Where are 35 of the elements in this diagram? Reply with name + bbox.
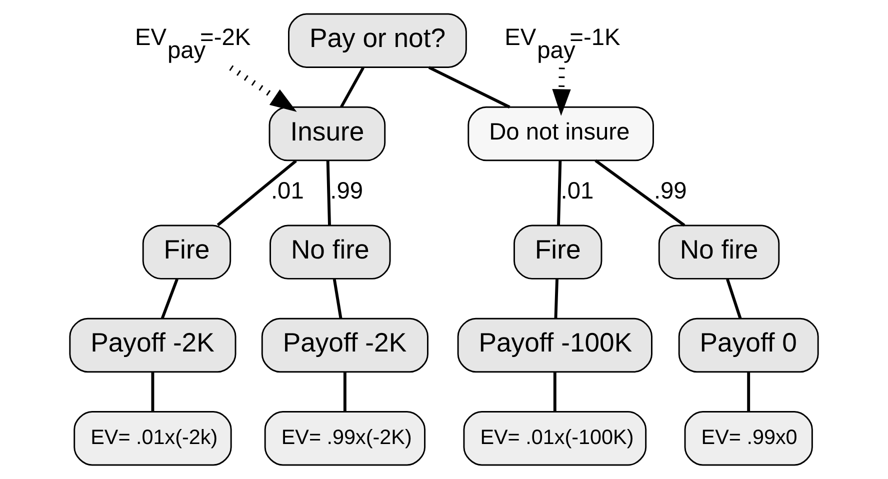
connector	[160, 278, 178, 319]
node-box: Payoff 0	[678, 318, 819, 373]
node-box: Payoff -2K	[261, 318, 428, 373]
connector	[553, 372, 556, 412]
connector	[216, 160, 297, 226]
connector	[343, 372, 346, 412]
node-box: EV= .01x(-100K)	[463, 411, 647, 466]
connector	[554, 279, 558, 318]
connector	[726, 278, 742, 319]
arrow	[229, 65, 297, 112]
connector	[332, 278, 342, 319]
node-box: Payoff -100K	[457, 318, 652, 373]
connector	[340, 67, 364, 108]
node-box: Insure	[268, 106, 386, 162]
edge-label: .99	[330, 178, 364, 205]
node-box: Fire	[514, 224, 602, 280]
node-box: EV= .99x0	[684, 411, 813, 466]
edge-label: .99	[654, 178, 687, 205]
connector	[151, 372, 154, 412]
connector	[326, 160, 331, 226]
connector	[747, 372, 750, 412]
node-box: No fire	[658, 224, 780, 280]
edge-label: .01	[271, 178, 304, 205]
connector	[557, 160, 562, 226]
node-box: No fire	[270, 224, 391, 280]
edge-label: .01	[560, 178, 594, 205]
node-box: Do not insure	[468, 106, 654, 162]
arrow	[552, 68, 571, 116]
connector	[428, 66, 510, 108]
connector	[594, 159, 686, 227]
node-box: Payoff -2K	[69, 318, 236, 373]
node-box: Pay or not?	[288, 13, 467, 68]
node-box: Fire	[142, 224, 232, 280]
node-box: EV= .99x(-2K)	[264, 411, 426, 466]
node-box: EV= .01x(-2k)	[74, 411, 232, 466]
